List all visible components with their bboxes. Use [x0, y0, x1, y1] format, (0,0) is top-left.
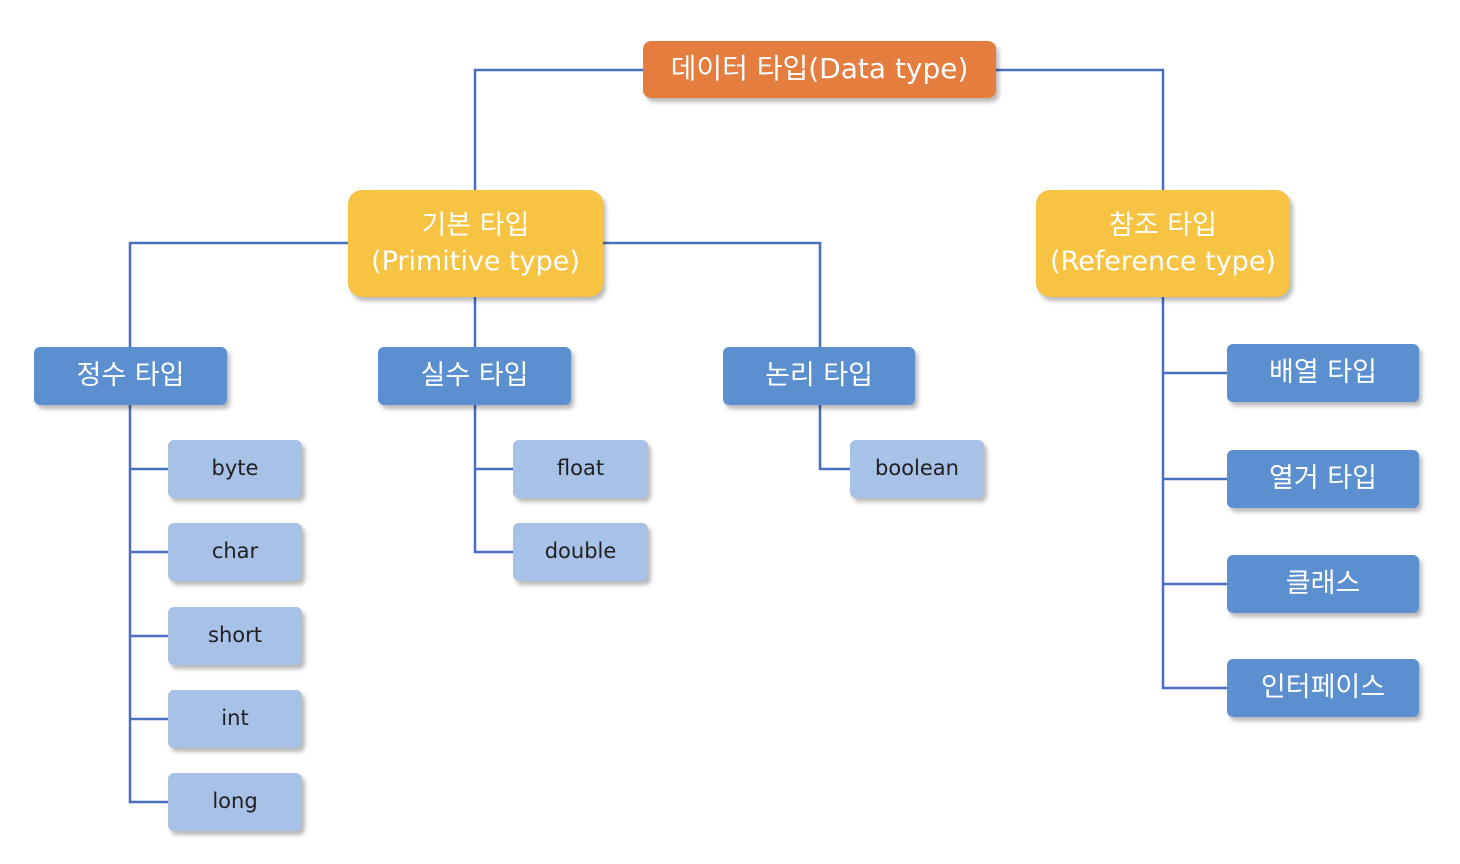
data-type-root-label: 데이터 타입(Data type): [670, 52, 969, 86]
leaf-label: double: [544, 539, 617, 564]
reference-type-sublabel: (Reference type): [1050, 245, 1276, 277]
integer-type-label: 정수 타입: [76, 360, 185, 392]
leaf-double: double: [513, 523, 648, 581]
connector-integer-trunk: [128, 405, 168, 804]
logical-type-node: 논리 타입: [723, 347, 915, 405]
logical-type-label: 논리 타입: [765, 360, 873, 392]
data-type-root-node: 데이터 타입(Data type): [643, 41, 996, 98]
reference-class-node: 클래스: [1227, 555, 1419, 613]
leaf-byte: byte: [168, 440, 302, 498]
reference-interface-node: 인터페이스: [1227, 659, 1419, 717]
leaf-label: int: [221, 706, 249, 731]
leaf-boolean: boolean: [850, 440, 984, 498]
reference-type-node: 참조 타입 (Reference type): [1036, 190, 1290, 297]
reference-item-label: 열거 타입: [1269, 463, 1377, 495]
leaf-label: byte: [211, 456, 259, 481]
real-type-node: 실수 타입: [378, 347, 571, 405]
connector-root-primitive: [473, 68, 643, 190]
leaf-char: char: [168, 523, 302, 581]
leaf-float: float: [513, 440, 648, 498]
reference-item-label: 배열 타입: [1269, 357, 1377, 389]
leaf-label: long: [212, 789, 258, 814]
reference-type-label: 참조 타입: [1109, 210, 1217, 242]
reference-item-label: 인터페이스: [1260, 672, 1386, 704]
leaf-short: short: [168, 607, 302, 665]
leaf-label: boolean: [875, 456, 959, 481]
real-type-label: 실수 타입: [420, 360, 529, 392]
primitive-type-node: 기본 타입 (Primitive type): [348, 190, 603, 297]
primitive-type-label: 기본 타입: [421, 210, 530, 242]
leaf-int: int: [168, 690, 302, 748]
connector-logical-boolean: [818, 405, 850, 471]
reference-item-label: 클래스: [1285, 568, 1361, 600]
connector-primitive-logical: [603, 241, 822, 347]
connector-root-reference: [996, 68, 1165, 190]
leaf-long: long: [168, 773, 302, 831]
reference-array-node: 배열 타입: [1227, 344, 1419, 402]
leaf-label: char: [211, 539, 259, 564]
connector-real-trunk: [473, 405, 513, 554]
integer-type-node: 정수 타입: [34, 347, 227, 405]
reference-enum-node: 열거 타입: [1227, 450, 1419, 508]
primitive-type-sublabel: (Primitive type): [371, 245, 580, 277]
leaf-label: short: [208, 623, 262, 648]
leaf-label: float: [556, 456, 605, 481]
connector-primitive-integer: [128, 241, 348, 347]
connector-reference-trunk: [1161, 297, 1227, 690]
